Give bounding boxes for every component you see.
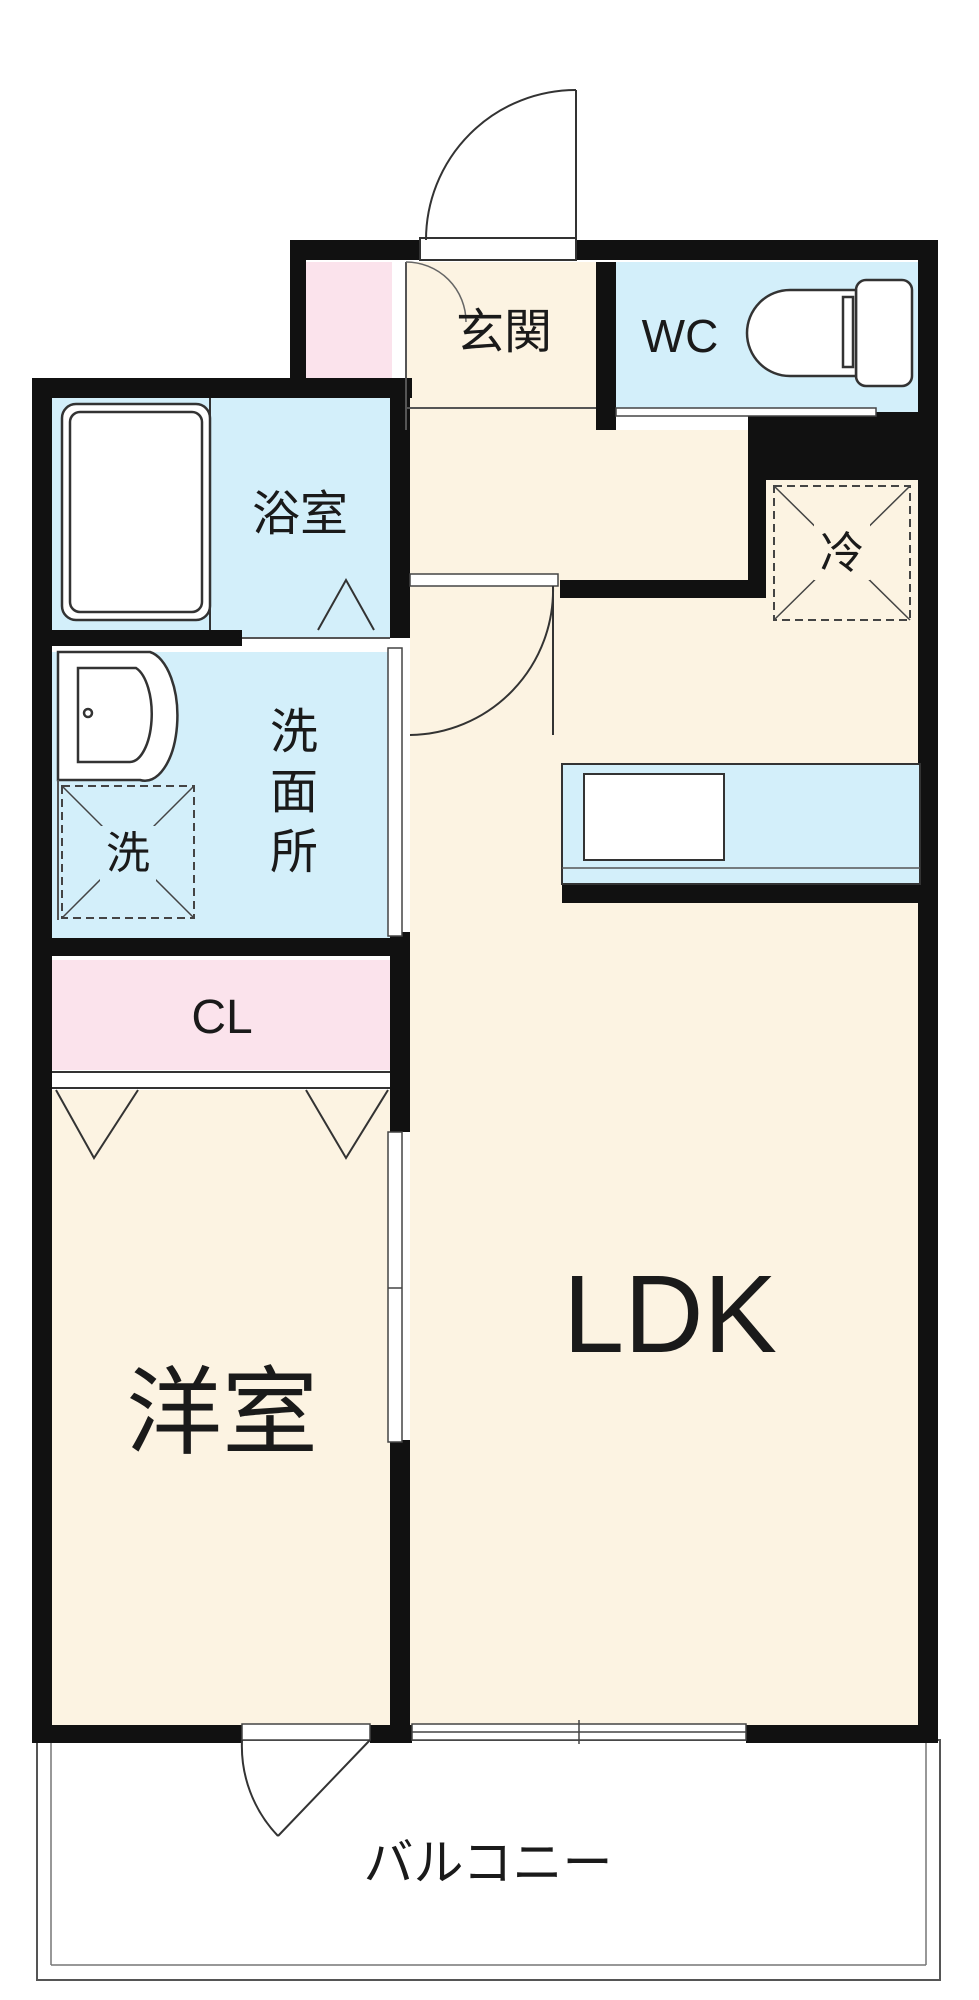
hall-door[interactable] — [409, 573, 559, 736]
hall-floor — [410, 430, 750, 580]
fridge-pan — [773, 485, 911, 621]
closet-label: CL — [191, 991, 252, 1044]
washroom-label-1: 洗 — [270, 704, 318, 760]
closet-doors[interactable] — [52, 1071, 390, 1160]
wc-door[interactable] — [615, 407, 877, 417]
toilet-icon — [745, 278, 914, 388]
ldk-floor — [410, 580, 922, 1727]
western-room-floor — [52, 1090, 392, 1727]
washroom-label-3: 所 — [270, 824, 318, 880]
kitchen-counter — [561, 763, 921, 885]
washroom-door[interactable] — [387, 647, 403, 937]
entrance-door[interactable] — [419, 89, 577, 261]
balcony-area — [36, 1739, 941, 1981]
ldk-label: LDK — [563, 1253, 777, 1376]
washer-label: 洗 — [106, 828, 150, 879]
bathtub-icon — [60, 402, 212, 622]
entry-storage-floor — [306, 262, 392, 380]
western-room-label: 洋室 — [126, 1357, 318, 1469]
washer-pan — [61, 785, 195, 919]
fridge-label: 冷 — [820, 528, 864, 579]
walls — [32, 240, 938, 1743]
closet-floor — [52, 960, 392, 1070]
sink-icon — [56, 650, 179, 782]
balcony-door[interactable] — [240, 1723, 371, 1837]
genkan-floor — [406, 262, 596, 430]
wc-label: WC — [642, 310, 719, 362]
genkan-label: 玄関 — [456, 304, 552, 360]
bath-label: 浴室 — [252, 486, 348, 542]
western-room-door[interactable] — [387, 1131, 403, 1443]
balcony-label: バルコニー — [364, 1834, 613, 1892]
ldk-window[interactable] — [411, 1720, 747, 1744]
washroom-label-2: 面 — [270, 764, 318, 820]
